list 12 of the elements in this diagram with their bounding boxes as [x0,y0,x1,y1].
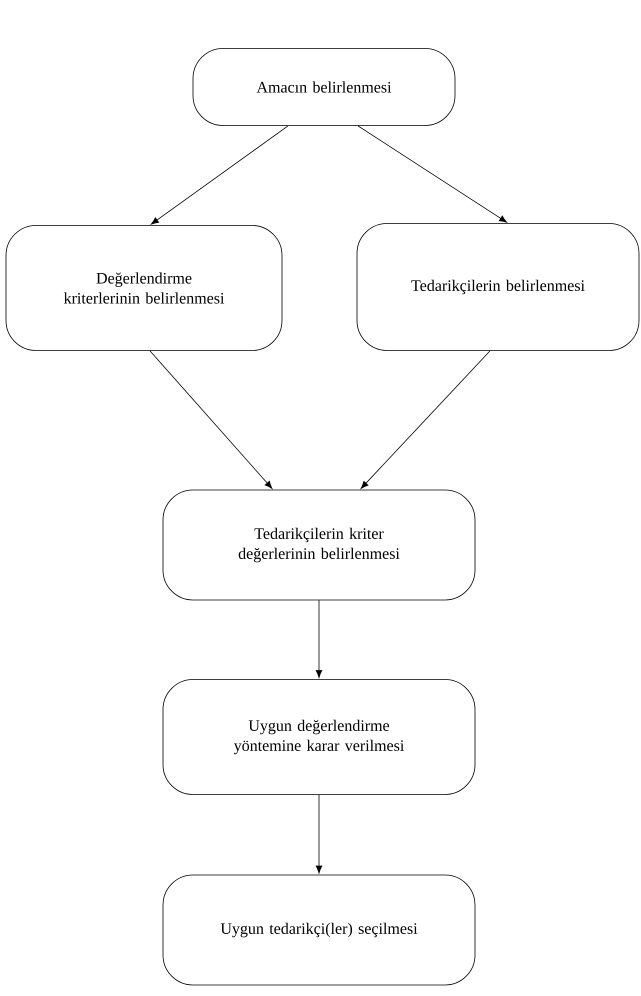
process-box: Değerlendirme kriterlerinin belirlenmesi [6,225,282,351]
process-box: Amacın belirlenmesi [192,48,456,126]
process-box: Tedarikçilerin belirlenmesi [356,223,640,351]
process-box: Uygun tedarikçi(ler) seçilmesi [162,874,476,986]
arrow [150,350,272,489]
arrow [150,126,288,225]
arrow [358,126,508,223]
arrow [360,350,490,489]
arrow [316,600,322,678]
process-box: Uygun değerlendirme yöntemine karar verilmesi [162,679,476,795]
process-box: Tedarikçilerin kriter değerlerinin belirlenmesi [162,490,476,600]
arrow [316,794,322,874]
